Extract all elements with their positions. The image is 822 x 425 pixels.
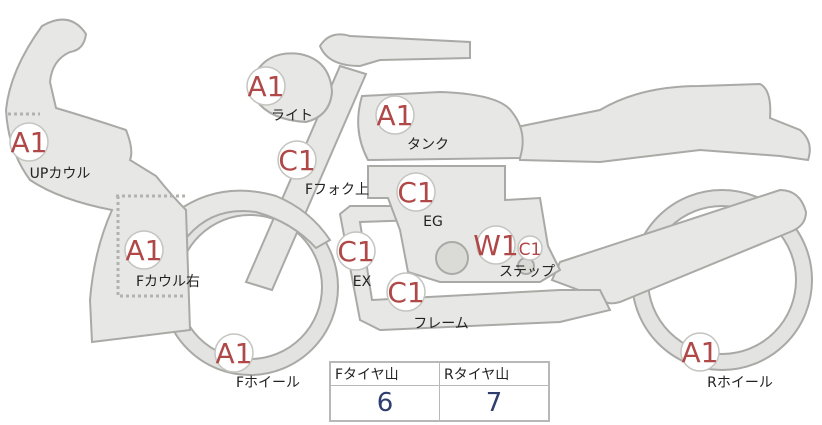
grade-badge: A1 [126,234,163,267]
part-ex: C1 EX [336,231,376,290]
part-tank: A1 タンク [375,95,449,153]
part-label: ステップ [499,264,555,280]
grade-badge: C1 [397,176,434,209]
grade-badge: C1 [278,144,315,177]
grade-badge-secondary: C1 [519,240,542,260]
engine-cover [435,241,469,275]
part-label: UPカウル [30,166,91,182]
part-eg: C1 EG [396,172,443,230]
rear-tread-value: 7 [439,385,550,422]
part-label: ライト [271,108,313,124]
part-ffork: C1 Fフォク上 [277,140,369,198]
part-label: タンク [407,137,449,153]
tire-tread-table: Fタイヤ山 Rタイヤ山 6 7 [329,361,550,422]
handlebar [318,33,471,68]
part-rwheel: A1 Rホイール [680,332,773,391]
part-label: Fカウル右 [136,274,200,290]
part-label: EX [353,274,372,290]
part-label: EG [423,214,443,230]
grade-badge: A1 [11,126,48,159]
part-label: Rホイール [707,375,773,391]
grade-badge: A1 [682,336,719,369]
grade-badge: C1 [337,235,374,268]
part-upcowl: A1 UPカウル [9,122,91,182]
part-fwheel: A1 Fホイール [214,333,300,391]
front-tread-header: Fタイヤ山 [329,361,440,386]
front-fender [174,189,332,250]
part-frame: C1 フレーム [386,272,469,332]
part-label: フレーム [413,316,469,332]
part-step: W1 C1 ステップ [473,225,555,280]
grade-badge: A1 [216,337,253,370]
front-tread-value: 6 [329,385,440,422]
part-label: Fホイール [236,375,300,391]
grade-badge: C1 [387,276,424,309]
rear-tread-header: Rタイヤ山 [439,361,550,386]
part-light: A1 ライト [246,66,313,124]
rear-seat [510,82,811,164]
part-label: Fフォク上 [305,182,369,198]
part-fcowl: A1 Fカウル右 [124,230,200,290]
grade-badge: W1 [473,229,519,262]
grade-badge: A1 [248,70,285,103]
cowl-seam-side [116,194,186,298]
grade-badge: A1 [377,99,414,132]
